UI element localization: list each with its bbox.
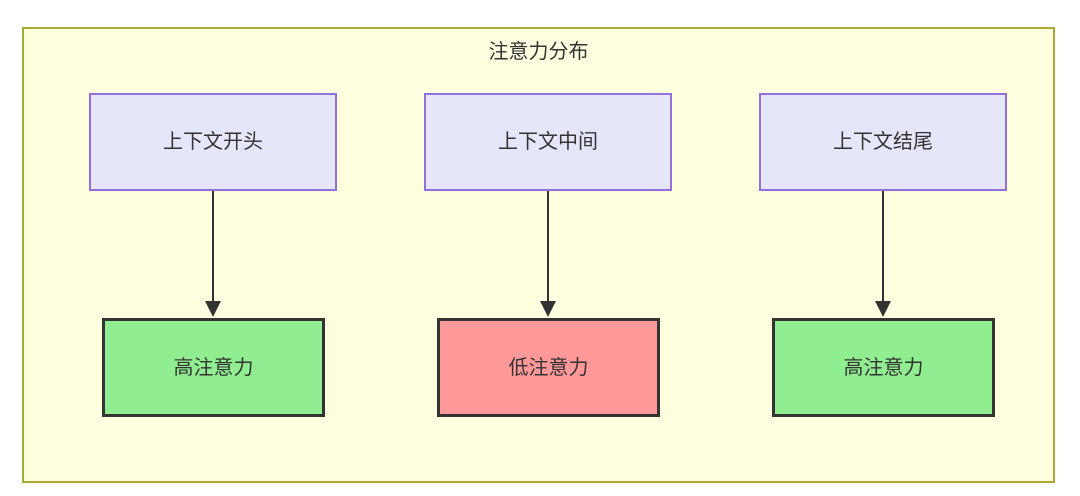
node-attention-end[interactable]: 高注意力	[772, 318, 995, 417]
node-attention-start-label: 高注意力	[173, 356, 254, 379]
node-context-start-label: 上下文开头	[163, 131, 263, 153]
node-attention-middle-label: 低注意力	[508, 356, 589, 379]
node-attention-middle[interactable]: 低注意力	[437, 318, 660, 417]
node-context-start[interactable]: 上下文开头	[89, 93, 337, 191]
node-context-middle[interactable]: 上下文中间	[424, 93, 672, 191]
node-context-end-label: 上下文结尾	[833, 131, 933, 153]
node-attention-start[interactable]: 高注意力	[102, 318, 325, 417]
node-context-middle-label: 上下文中间	[498, 131, 598, 153]
node-context-end[interactable]: 上下文结尾	[759, 93, 1007, 191]
diagram-title: 注意力分布	[488, 41, 589, 63]
node-attention-end-label: 高注意力	[843, 356, 924, 379]
